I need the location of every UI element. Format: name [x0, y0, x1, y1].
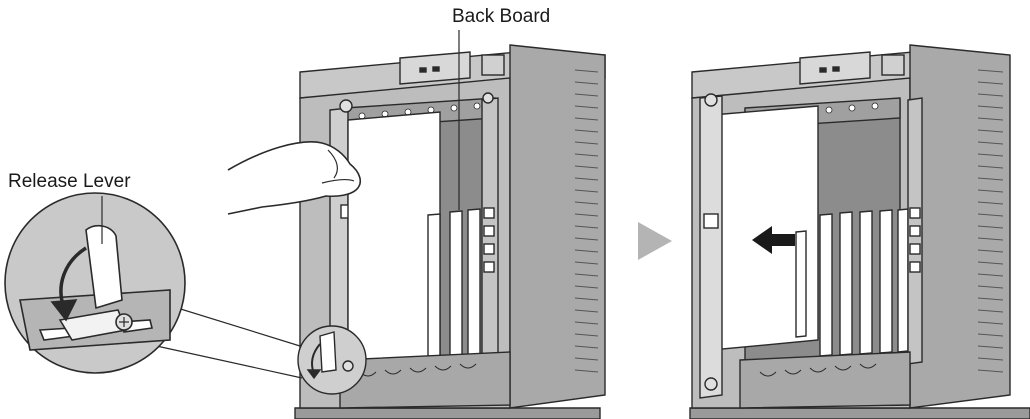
hand-thumb	[327, 149, 338, 179]
hand-illustration	[227, 141, 362, 215]
right-cabinet	[689, 44, 1030, 419]
release-lever-label: Release Lever	[8, 171, 131, 192]
lever-detail-small	[297, 325, 367, 395]
hand-finger	[321, 178, 355, 184]
next-step-arrow-icon	[638, 222, 672, 260]
release-lever-magnified	[4, 192, 186, 374]
vent-slots	[574, 69, 599, 373]
back-board-label: Back Board	[452, 6, 551, 27]
pull-direction-arrow-icon	[752, 226, 795, 254]
left-cabinet	[294, 44, 606, 419]
zoom-line-bottom	[151, 344, 303, 379]
